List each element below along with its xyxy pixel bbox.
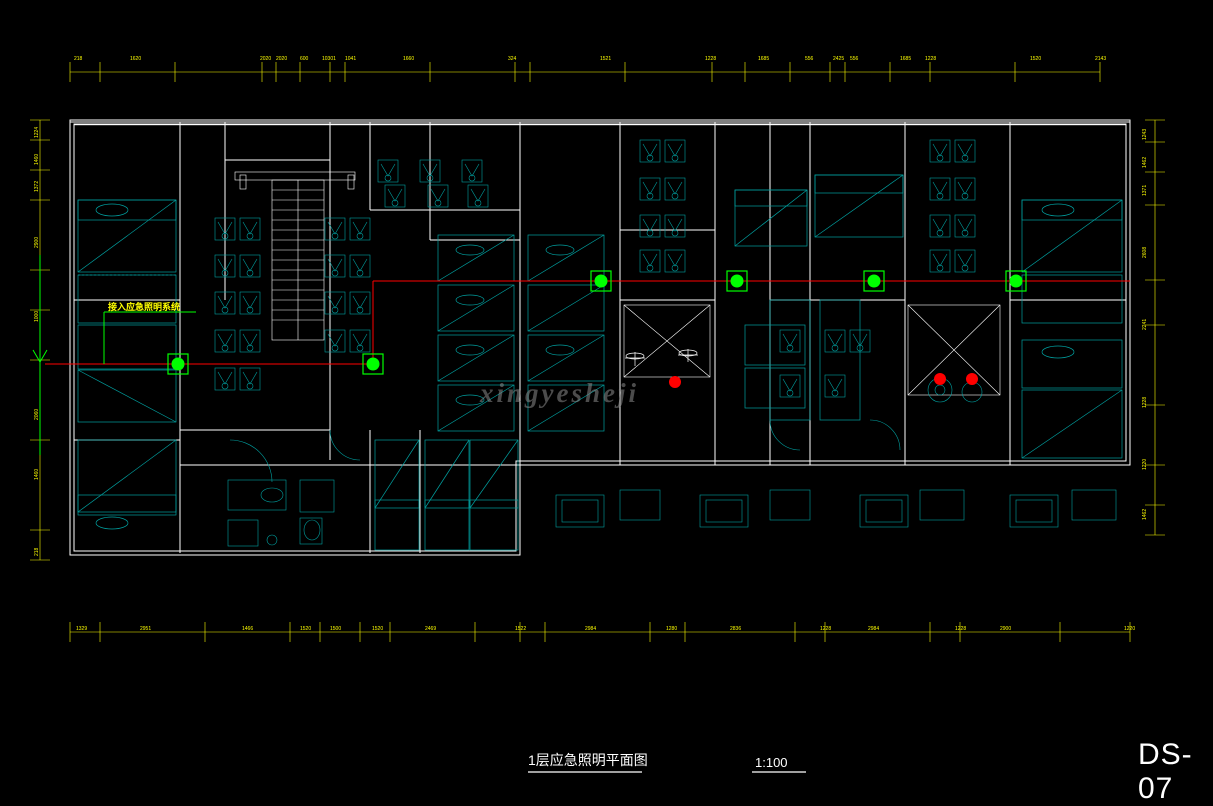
dimension-lines-bottom — [69, 622, 1131, 642]
dim-bot-0: 1329 — [76, 626, 88, 632]
sheet-number: DS-07 — [1138, 738, 1193, 805]
dim-top-12: 556 — [805, 56, 814, 62]
dim-right-0: 1243 — [1142, 128, 1148, 140]
dim-bot-12: 2984 — [868, 626, 880, 632]
watermark-text: xingyesheji — [480, 378, 639, 408]
dim-top-8: 324 — [508, 56, 517, 62]
dim-right-4: 2241 — [1142, 318, 1148, 330]
dim-right-5: 1228 — [1142, 396, 1148, 408]
circuit-annotation-label: 接入应急照明系统 — [108, 302, 181, 312]
dim-right-7: 1462 — [1142, 508, 1148, 520]
drawing-title: 1层应急照明平面图 — [528, 752, 648, 768]
dim-left-0: 1224 — [34, 126, 40, 138]
dim-bot-2: 1466 — [242, 626, 254, 632]
dim-top-17: 1520 — [1030, 56, 1042, 62]
dim-top-16: 1228 — [925, 56, 937, 62]
dim-left-5: 2060 — [34, 408, 40, 420]
dim-left-6: 1460 — [34, 468, 40, 480]
dim-bot-10: 2836 — [730, 626, 742, 632]
drawing-scale: 1:100 — [755, 755, 788, 770]
dim-left-2: 1372 — [34, 180, 40, 192]
dim-top-7: 1660 — [403, 56, 415, 62]
dim-top-13: 2425 — [833, 56, 845, 62]
stairs-and-cores — [234, 171, 1001, 396]
door-swings — [229, 419, 901, 483]
dim-bot-5: 1520 — [372, 626, 384, 632]
dim-top-4: 600 — [300, 56, 309, 62]
dim-top-14: 556 — [850, 56, 859, 62]
dim-top-1: 1620 — [130, 56, 142, 62]
dimension-lines-top — [69, 62, 1101, 82]
dim-top-11: 1685 — [758, 56, 770, 62]
dim-bot-11: 1228 — [820, 626, 832, 632]
dim-left-4: 1000 — [34, 310, 40, 322]
dim-top-10: 1228 — [705, 56, 717, 62]
dim-bot-14: 2900 — [1000, 626, 1012, 632]
dim-top-9: 1521 — [600, 56, 612, 62]
dim-top-15: 1685 — [900, 56, 912, 62]
dim-right-3: 2608 — [1142, 246, 1148, 258]
bathroom-fixtures — [227, 377, 1117, 547]
dim-left-3: 2900 — [34, 236, 40, 248]
dim-left-1: 1460 — [34, 153, 40, 165]
dim-right-6: 1220 — [1142, 458, 1148, 470]
dim-top-18: 2143 — [1095, 56, 1107, 62]
dim-bot-1: 2951 — [140, 626, 152, 632]
exit-sign-fixtures — [625, 349, 978, 388]
dim-top-6: 1041 — [345, 56, 357, 62]
dim-bot-4: 1500 — [330, 626, 342, 632]
dim-top-5: 10301 — [322, 56, 336, 62]
dim-top-2: 2020 — [260, 56, 272, 62]
dim-bot-7: 1522 — [515, 626, 527, 632]
dim-top-0: 218 — [74, 56, 83, 62]
furniture-chairs — [214, 139, 976, 398]
green-reference-lines — [32, 255, 196, 455]
dim-top-3: 2020 — [276, 56, 288, 62]
furniture-beds — [77, 174, 1123, 551]
dim-left-7: 218 — [34, 547, 40, 556]
dim-bot-9: 1280 — [666, 626, 678, 632]
dimension-lines-right — [1145, 119, 1165, 536]
dim-bot-15: 1220 — [1124, 626, 1136, 632]
dim-bot-8: 2984 — [585, 626, 597, 632]
dim-bot-13: 1228 — [955, 626, 967, 632]
emergency-circuit-wiring — [45, 280, 1130, 365]
dim-right-2: 1371 — [1142, 184, 1148, 196]
dim-right-1: 1462 — [1142, 156, 1148, 168]
emergency-light-fixtures — [167, 270, 1027, 375]
dim-bot-6: 2469 — [425, 626, 437, 632]
dim-bot-3: 1520 — [300, 626, 312, 632]
